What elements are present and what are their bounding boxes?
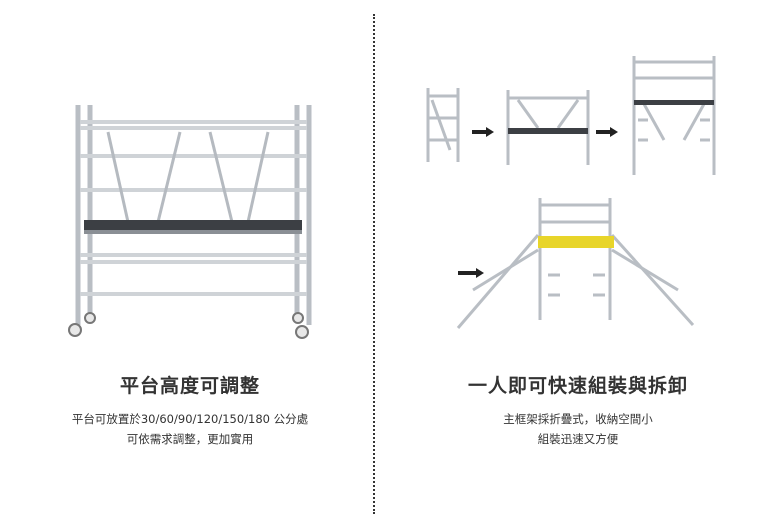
description-line: 平台可放置於30/60/90/120/150/180 公分處 — [71, 412, 309, 426]
dotted-divider — [373, 14, 375, 514]
feature-title: 平台高度可調整 — [119, 375, 260, 397]
scaffold-assembly-steps-image — [426, 56, 716, 329]
description-line: 組裝迅速又方便 — [537, 432, 619, 446]
feature-quick-assembly: 一人即可快速組裝與拆卸 主框架採折疊式，收納空間小 組裝迅速又方便 — [388, 0, 768, 519]
feature-description: 主框架採折疊式，收納空間小 組裝迅速又方便 — [388, 409, 768, 449]
scaffold-adjustable-image — [68, 105, 312, 339]
arrow-right-icon — [596, 127, 618, 137]
arrow-right-icon — [472, 127, 494, 137]
feature-description: 平台可放置於30/60/90/120/150/180 公分處 可依需求調整，更加… — [0, 409, 380, 449]
description-line: 主框架採折疊式，收納空間小 — [503, 412, 653, 426]
description-line: 可依需求調整，更加實用 — [126, 432, 254, 446]
feature-adjustable-height: 平台高度可調整 平台可放置於30/60/90/120/150/180 公分處 可… — [0, 0, 380, 519]
feature-title: 一人即可快速組裝與拆卸 — [467, 375, 688, 397]
arrow-right-icon — [458, 268, 484, 278]
